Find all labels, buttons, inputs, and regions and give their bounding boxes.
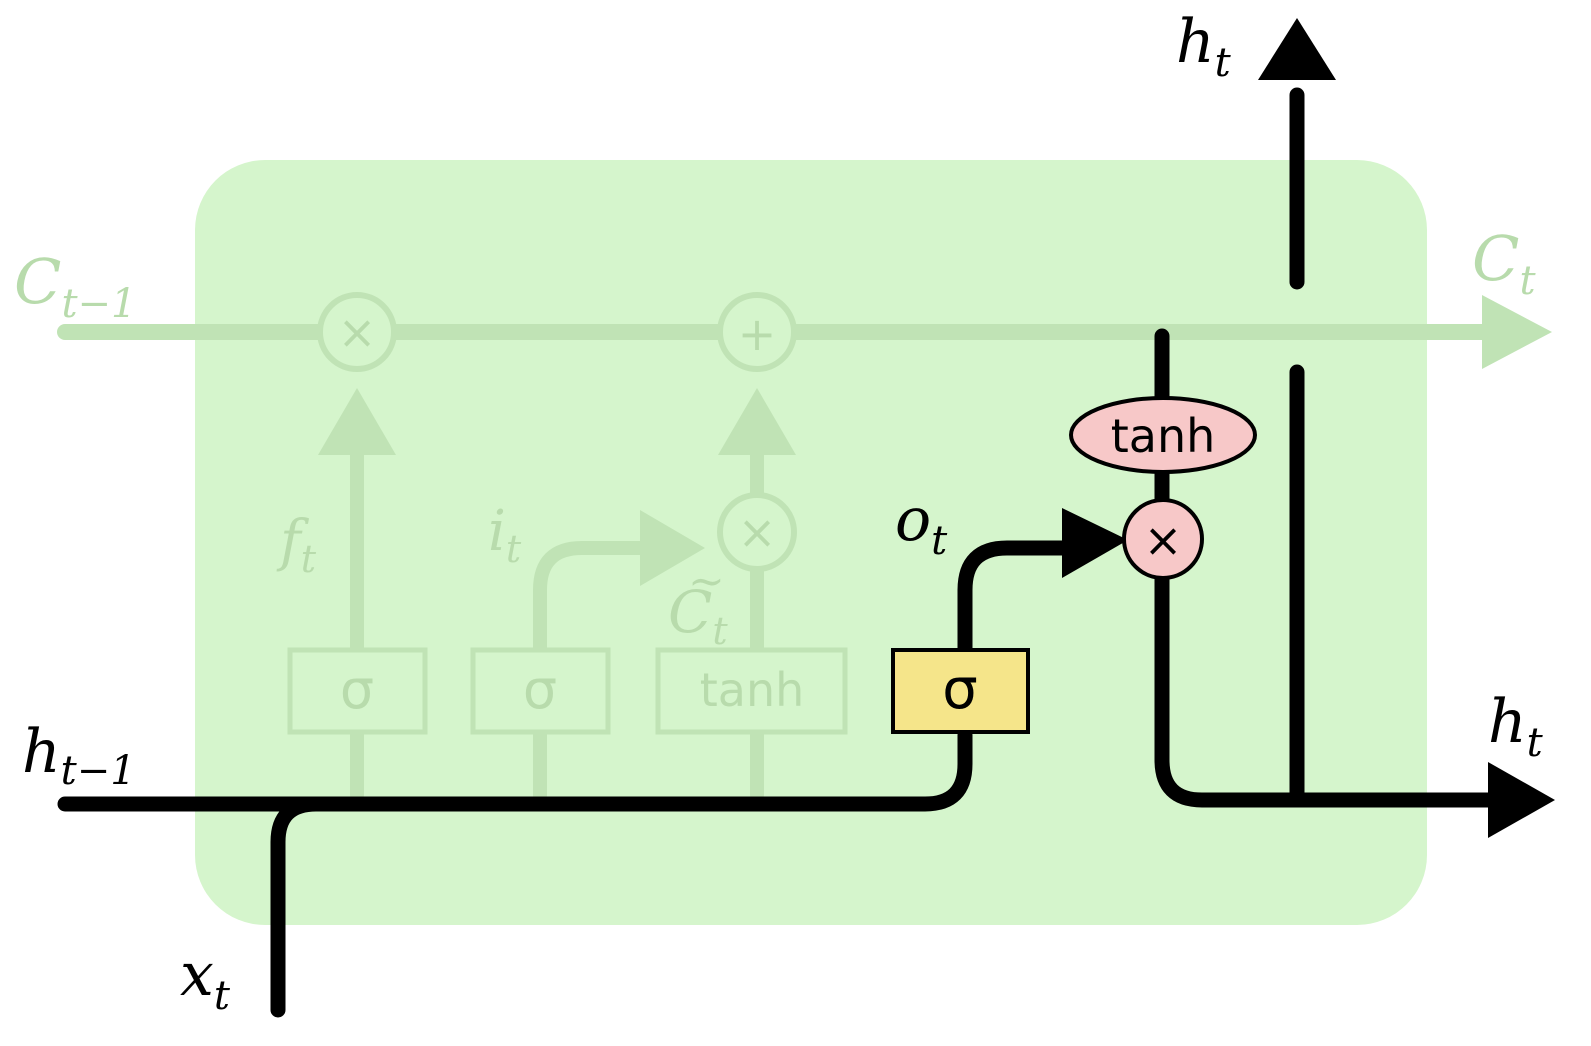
candidate-layer-label: tanh [700, 663, 805, 717]
forget-layer-label: σ [340, 658, 374, 721]
active-arrowheads [1062, 18, 1555, 838]
cell-add-circle [717, 292, 797, 372]
faded-layers [287, 647, 848, 735]
c-tilde-accent: ~ [688, 556, 725, 607]
c-prev-label: Ct−1 [14, 245, 137, 327]
cell-state-arrowhead [1482, 295, 1552, 369]
h-prev-label: ht−1 [22, 717, 136, 794]
faded-math-labels: Ct−1 Ct ft it ~ Ct [14, 222, 1536, 653]
input-gate-line [533, 541, 667, 802]
x-in-label: xt [180, 940, 231, 1019]
o-gate-label: ot [895, 485, 948, 564]
output-layer-label: σ [942, 657, 978, 722]
candidate-layer-box [655, 647, 848, 735]
cell-add-symbol: + [738, 307, 777, 361]
c-out-label: Ct [1472, 222, 1536, 304]
active-lines [57, 87, 1503, 1018]
ot-line [957, 540, 1078, 658]
forget-mul-symbol: × [338, 305, 377, 359]
input-arrowhead [640, 510, 705, 586]
faded-arrowheads [318, 295, 1552, 586]
active-math-labels: ht−1 xt ot ht ht [22, 7, 1544, 1019]
forget-mul-circle [317, 292, 397, 372]
faded-ops [317, 292, 797, 572]
h-prev-to-output-gate-line [57, 727, 973, 812]
mul-to-h-output-line [1154, 570, 1503, 808]
output-layer-box [891, 648, 1030, 734]
forget-arrowhead [318, 388, 396, 455]
h-right-arrowhead [1488, 762, 1555, 838]
input-mul-symbol: × [738, 505, 777, 559]
h-top-arrowhead [1258, 18, 1336, 80]
c-tilde-label: Ct [668, 578, 728, 653]
faded-op-symbols: × + × [338, 305, 777, 559]
i-gate-label: it [488, 499, 522, 571]
input-layer-label: σ [523, 658, 557, 721]
ot-arrowhead [1062, 508, 1128, 578]
output-tanh-ellipse [1069, 396, 1257, 474]
h-top-label: ht [1176, 7, 1232, 86]
output-mul-symbol: × [1144, 513, 1183, 567]
input-layer-box [470, 647, 611, 735]
add-arrowhead [718, 388, 796, 455]
input-mul-circle [717, 492, 797, 572]
output-tanh-label: tanh [1111, 409, 1216, 463]
output-mul-circle [1122, 498, 1204, 580]
h-right-label: ht [1488, 687, 1544, 766]
forget-layer-box [287, 647, 428, 735]
faded-layer-labels: σ σ tanh [340, 658, 804, 721]
